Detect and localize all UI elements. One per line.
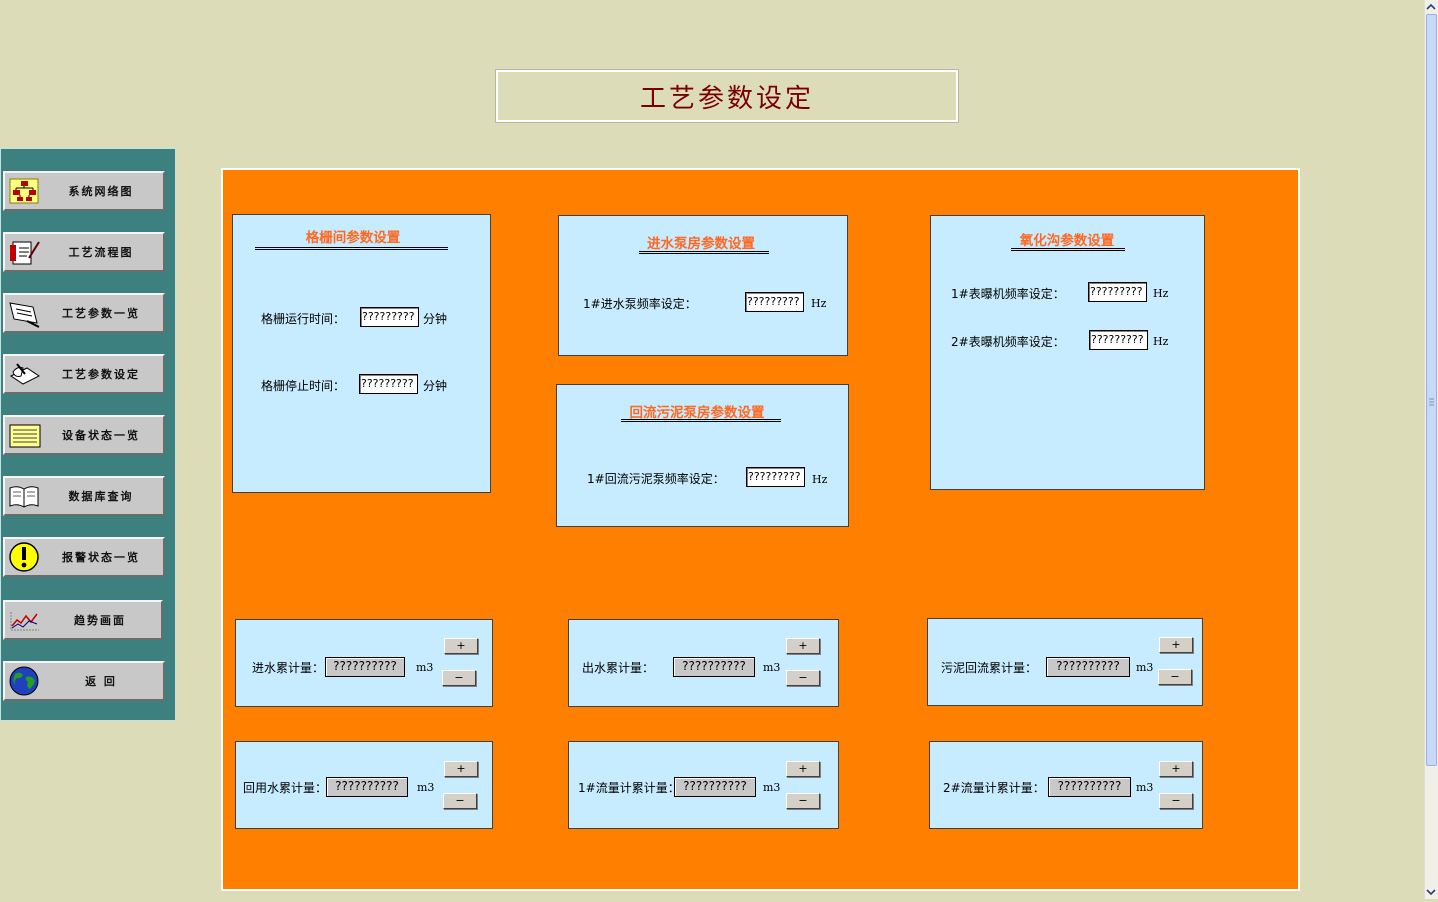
flowchart-icon bbox=[7, 236, 41, 268]
counter-unit: m3 bbox=[763, 781, 781, 794]
oxidation-panel: 氧化沟参数设置 1#表曝机频率设定： ????????? Hz 2#表曝机频率设… bbox=[930, 215, 1205, 490]
heading-underline bbox=[255, 247, 448, 250]
network-icon bbox=[7, 175, 41, 207]
counter-panel-reuse: 回用水累计量： ?????????? m3 + − bbox=[235, 741, 493, 829]
scroll-up-arrow-icon[interactable] bbox=[1424, 0, 1438, 14]
inlet-pump-label: 1#进水泵频率设定： bbox=[583, 297, 697, 311]
grille-stop-unit: 分钟 bbox=[423, 379, 448, 393]
alert-icon bbox=[7, 541, 41, 573]
counter-panel-outflow: 出水累计量： ?????????? m3 + − bbox=[568, 619, 839, 707]
grille-run-unit: 分钟 bbox=[423, 312, 448, 326]
nav-button-return[interactable]: 返 回 bbox=[3, 661, 165, 701]
counter-unit: m3 bbox=[763, 661, 781, 674]
oxidation-heading: 氧化沟参数设置 bbox=[1019, 233, 1115, 249]
inlet-pump-panel: 进水泵房参数设置 1#进水泵频率设定： ????????? Hz bbox=[558, 215, 848, 356]
nav-button-network[interactable]: 系统网络图 bbox=[3, 171, 165, 211]
counter-unit: m3 bbox=[1136, 781, 1154, 794]
heading-underline bbox=[621, 419, 781, 422]
inlet-pump-freq-input[interactable]: ????????? bbox=[745, 292, 804, 312]
scroll-down-arrow-icon[interactable] bbox=[1424, 885, 1438, 899]
counter-label: 2#流量计累计量： bbox=[943, 781, 1045, 795]
globe-icon bbox=[7, 665, 41, 697]
nav-label: 工艺流程图 bbox=[68, 246, 134, 259]
nav-label: 系统网络图 bbox=[68, 185, 134, 198]
counter-label: 回用水累计量： bbox=[243, 781, 328, 795]
counter-panel-flowmeter2: 2#流量计累计量： ?????????? m3 + − bbox=[929, 741, 1203, 829]
nav-label: 返 回 bbox=[85, 675, 117, 688]
return-pump-freq-input[interactable]: ????????? bbox=[746, 467, 805, 487]
counter-value: ?????????? bbox=[1046, 657, 1130, 677]
nav-label: 设备状态一览 bbox=[62, 429, 140, 442]
counter-label: 污泥回流累计量： bbox=[941, 661, 1038, 675]
book-icon bbox=[7, 480, 41, 512]
aerator1-label: 1#表曝机频率设定： bbox=[951, 287, 1065, 301]
title-frame: 工艺参数设定 bbox=[495, 69, 959, 123]
page-title: 工艺参数设定 bbox=[639, 83, 814, 114]
nav-button-alarm-status[interactable]: 报警状态一览 bbox=[3, 537, 165, 577]
increment-button[interactable]: + bbox=[1159, 761, 1193, 777]
nav-button-database-query[interactable]: 数据库查询 bbox=[3, 476, 165, 516]
counter-panel-inflow: 进水累计量： ?????????? m3 + − bbox=[235, 619, 493, 707]
increment-button[interactable]: + bbox=[444, 638, 478, 654]
aerator1-freq-input[interactable]: ????????? bbox=[1088, 282, 1147, 302]
increment-button[interactable]: + bbox=[1159, 637, 1193, 653]
return-pump-label: 1#回流污泥泵频率设定： bbox=[587, 472, 725, 486]
grille-run-label: 格栅运行时间： bbox=[261, 312, 346, 326]
nav-label: 数据库查询 bbox=[68, 490, 134, 503]
return-pump-unit: Hz bbox=[812, 473, 828, 486]
counter-value: ?????????? bbox=[325, 657, 405, 677]
nav-button-param-overview[interactable]: 工艺参数一览 bbox=[3, 293, 165, 333]
nav-button-equipment-status[interactable]: 设备状态一览 bbox=[3, 415, 165, 455]
decrement-button[interactable]: − bbox=[1159, 793, 1193, 809]
counter-unit: m3 bbox=[416, 661, 434, 674]
sidebar: 系统网络图 工艺流程图 工艺参数一览 bbox=[0, 148, 176, 721]
nav-label: 工艺参数一览 bbox=[62, 307, 140, 320]
decrement-button[interactable]: − bbox=[786, 793, 820, 809]
increment-button[interactable]: + bbox=[786, 638, 820, 654]
nav-button-param-settings[interactable]: 工艺参数设定 bbox=[3, 354, 165, 394]
inlet-pump-unit: Hz bbox=[811, 297, 827, 310]
counter-label: 出水累计量： bbox=[582, 661, 655, 675]
grille-run-input[interactable]: ????????? bbox=[360, 307, 419, 327]
nav-label: 趋势画面 bbox=[74, 614, 126, 627]
aerator1-unit: Hz bbox=[1153, 287, 1169, 300]
counter-label: 1#流量计累计量： bbox=[578, 781, 680, 795]
grille-stop-label: 格栅停止时间： bbox=[261, 379, 346, 393]
nav-button-flowchart[interactable]: 工艺流程图 bbox=[3, 232, 165, 272]
aerator2-unit: Hz bbox=[1153, 335, 1169, 348]
hand-writing-icon bbox=[7, 358, 41, 390]
counter-unit: m3 bbox=[417, 781, 435, 794]
aerator2-freq-input[interactable]: ????????? bbox=[1089, 330, 1148, 350]
nav-label: 工艺参数设定 bbox=[62, 368, 140, 381]
decrement-button[interactable]: − bbox=[442, 670, 476, 686]
heading-underline bbox=[639, 251, 769, 254]
notepad-icon bbox=[7, 419, 41, 451]
grille-stop-input[interactable]: ????????? bbox=[359, 374, 418, 394]
decrement-button[interactable]: − bbox=[1158, 669, 1192, 685]
inlet-pump-heading: 进水泵房参数设置 bbox=[647, 236, 755, 252]
counter-panel-sludge-return: 污泥回流累计量： ?????????? m3 + − bbox=[927, 618, 1203, 706]
decrement-button[interactable]: − bbox=[443, 793, 477, 809]
decrement-button[interactable]: − bbox=[786, 670, 820, 686]
document-list-icon bbox=[7, 297, 41, 329]
nav-button-trend[interactable]: 趋势画面 bbox=[3, 600, 163, 640]
counter-value: ?????????? bbox=[326, 777, 408, 797]
counter-value: ?????????? bbox=[673, 657, 755, 677]
counter-panel-flowmeter1: 1#流量计累计量： ?????????? m3 + − bbox=[568, 741, 839, 829]
grille-panel: 格栅间参数设置 格栅运行时间： ????????? 分钟 格栅停止时间： ???… bbox=[232, 214, 491, 493]
return-pump-panel: 回流污泥泵房参数设置 1#回流污泥泵频率设定： ????????? Hz bbox=[556, 384, 849, 527]
scrollbar-thumb[interactable] bbox=[1426, 14, 1437, 766]
increment-button[interactable]: + bbox=[786, 761, 820, 777]
increment-button[interactable]: + bbox=[444, 761, 478, 777]
aerator2-label: 2#表曝机频率设定： bbox=[951, 335, 1065, 349]
counter-value: ?????????? bbox=[674, 777, 756, 797]
counter-label: 进水累计量： bbox=[252, 661, 325, 675]
grille-heading: 格栅间参数设置 bbox=[305, 230, 401, 246]
counter-unit: m3 bbox=[1136, 661, 1154, 674]
heading-underline bbox=[1011, 248, 1125, 251]
return-pump-heading: 回流污泥泵房参数设置 bbox=[629, 405, 765, 421]
nav-label: 报警状态一览 bbox=[62, 551, 140, 564]
counter-value: ?????????? bbox=[1048, 777, 1131, 797]
trend-chart-icon bbox=[7, 604, 41, 636]
